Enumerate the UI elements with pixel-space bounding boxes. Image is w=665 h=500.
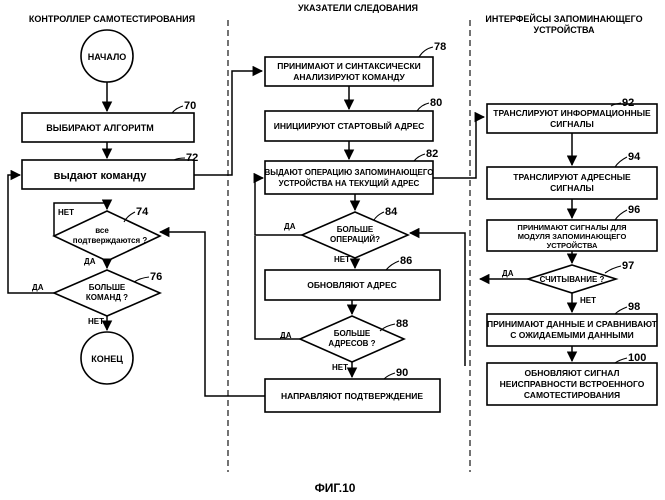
label-no: НЕТ [58,208,74,217]
receive-signals-label-2: МОДУЛЯ ЗАПОМИНАЮЩЕГО [518,232,627,241]
label-yes: ДА [84,257,96,266]
translate-info-label-1: ТРАНСЛИРУЮТ ИНФОРМАЦИОННЫЕ [493,108,651,118]
connector-to-translate [433,117,484,178]
ref-92: 92 [622,97,634,109]
ref-leader [172,106,183,113]
ref-leader [417,103,429,111]
issue-command-label: выдают команду [54,170,148,182]
ref-leader [615,157,627,167]
read-decision-label: СЧИТЫВАНИЕ ? [540,275,605,284]
all-confirmed-label-2: подтверждаются ? [73,236,148,245]
ref-leader [134,277,149,282]
start-label: НАЧАЛО [88,52,127,62]
connector-confirmation [160,232,265,396]
update-fault-label-1: ОБНОВЛЯЮТ СИГНАЛ [525,368,620,378]
update-address-label: ОБНОВЛЯЮТ АДРЕС [307,280,397,290]
more-ops-label-1: БОЛЬШЕ [337,225,374,234]
connector-yes-loop [8,175,54,293]
issue-memory-op-label-2: УСТРОЙСТВА НА ТЕКУЩИЙ АДРЕС [279,179,420,188]
column-header-interfaces-line2: УСТРОЙСТВА [533,24,595,35]
ref-94: 94 [628,151,641,163]
ref-78: 78 [434,41,446,53]
send-confirmation-label: НАПРАВЛЯЮТ ПОДТВЕРЖДЕНИЕ [281,391,423,401]
ref-leader [384,373,395,379]
ref-leader [615,210,627,220]
ref-leader [419,47,433,57]
column-header-pointers: УКАЗАТЕЛИ СЛЕДОВАНИЯ [298,3,418,13]
update-fault-label-3: САМОТЕСТИРОВАНИЯ [524,390,620,400]
translate-addr-label-1: ТРАНСЛИРУЮТ АДРЕСНЫЕ [513,172,631,182]
more-commands-label-2: КОМАНД ? [86,293,128,302]
ref-98: 98 [628,301,640,313]
figure-caption: ФИГ.10 [315,481,356,495]
more-addresses-label-2: АДРЕСОВ ? [328,339,375,348]
label-no: НЕТ [332,363,348,372]
more-commands-label-1: БОЛЬШЕ [89,283,126,292]
label-yes: ДА [502,269,514,278]
label-yes: ДА [280,331,292,340]
select-algorithm-label: ВЫБИРАЮТ АЛГОРИТМ [46,123,153,133]
ref-97: 97 [622,260,634,272]
receive-parse-label-2: АНАЛИЗИРУЮТ КОМАНДУ [293,72,405,82]
issue-memory-op-label-1: ВЫДАЮТ ОПЕРАЦИЮ ЗАПОМИНАЮЩЕГО [264,168,433,177]
receive-signals-label-1: ПРИНИМАЮТ СИГНАЛЫ ДЛЯ [517,223,626,232]
label-no: НЕТ [580,296,596,305]
label-yes: ДА [284,222,296,231]
more-addresses-label-1: БОЛЬШЕ [334,329,371,338]
label-no: НЕТ [334,255,350,264]
label-no: НЕТ [88,317,104,326]
ref-leader [386,261,399,270]
ref-72: 72 [186,152,198,164]
ref-leader [414,154,425,161]
ref-90: 90 [396,367,408,379]
receive-signals-label-3: УСТРОЙСТВА [547,241,598,250]
translate-info-label-2: СИГНАЛЫ [550,119,594,129]
compare-label-1: ПРИНИМАЮТ ДАННЫЕ И СРАВНИВАЮТ [487,319,658,329]
column-header-controller: КОНТРОЛЛЕР САМОТЕСТИРОВАНИЯ [29,14,195,24]
compare-label-2: С ОЖИДАЕМЫМИ ДАННЫМИ [510,330,634,340]
update-fault-label-2: НЕИСПРАВНОСТИ ВСТРОЕННОГО [500,379,645,389]
translate-addr-label-2: СИГНАЛЫ [550,183,594,193]
label-yes: ДА [32,283,44,292]
ref-84: 84 [385,206,398,218]
column-header-interfaces: ИНТЕРФЕЙСЫ ЗАПОМИНАЮЩЕГО [485,13,642,24]
ref-76: 76 [150,271,162,283]
end-label: КОНЕЦ [91,354,123,364]
ref-100: 100 [628,352,646,364]
all-confirmed-label-1: все [95,226,109,235]
ref-74: 74 [136,206,149,218]
issue-memory-op-box [265,161,433,194]
ref-88: 88 [396,318,408,330]
ref-leader [615,307,627,314]
ref-leader [605,266,621,273]
ref-80: 80 [430,97,442,109]
ref-96: 96 [628,204,640,216]
ref-82: 82 [426,148,438,160]
receive-parse-label-1: ПРИНИМАЮТ И СИНТАКСИЧЕСКИ [277,61,421,71]
more-ops-label-2: ОПЕРАЦИЙ? [330,235,380,244]
ref-86: 86 [400,255,412,267]
init-address-label: ИНИЦИИРУЮТ СТАРТОВЫЙ АДРЕС [274,120,425,131]
ref-leader [374,212,384,220]
ref-70: 70 [184,100,196,112]
